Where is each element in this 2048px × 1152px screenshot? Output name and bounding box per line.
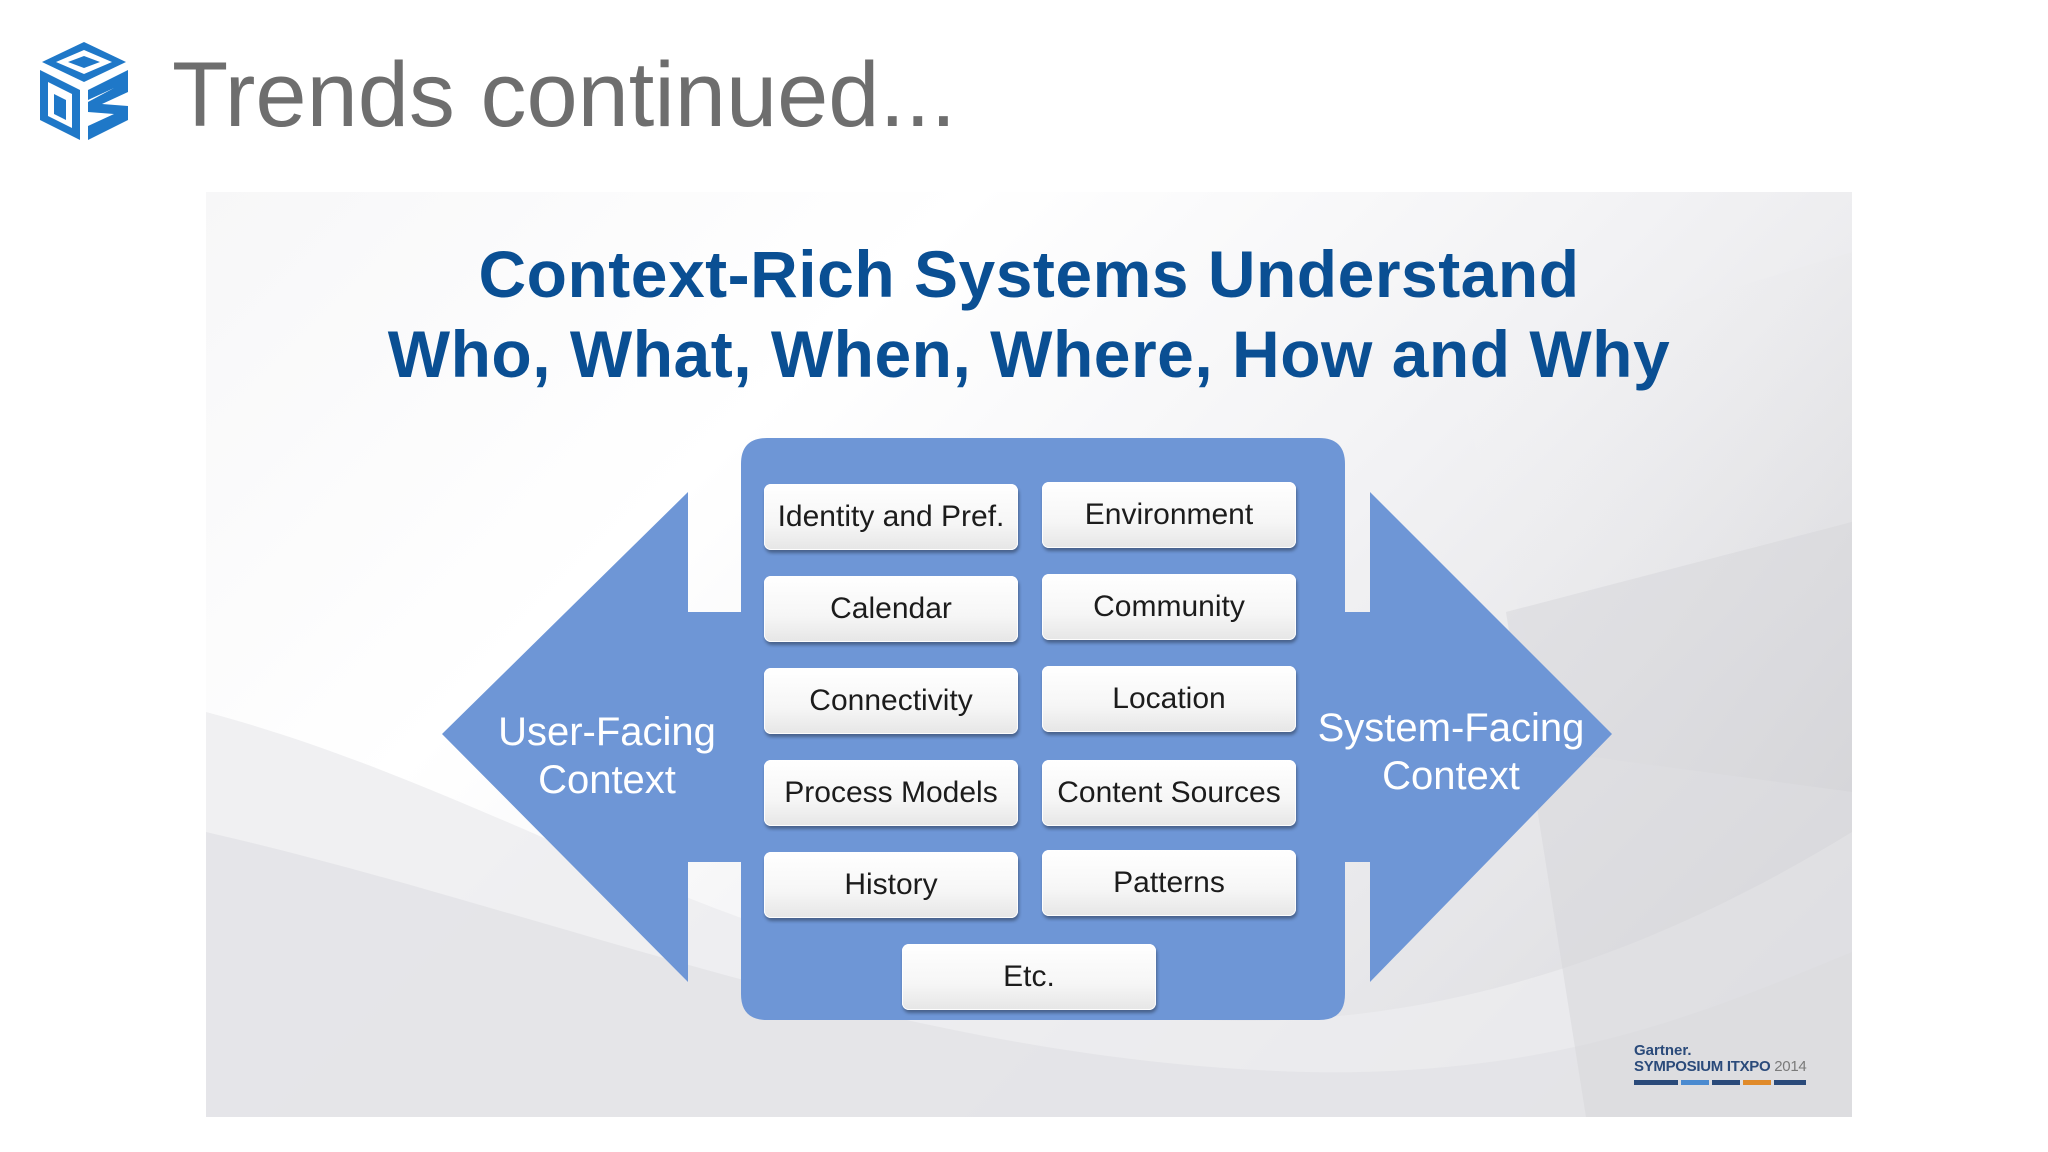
brand-event: SYMPOSIUM ITXPO 2014	[1634, 1058, 1807, 1075]
brand-color-bar	[1634, 1080, 1812, 1085]
double-arrow-shape	[442, 438, 1612, 1020]
gartner-symposium-logo: Gartner. SYMPOSIUM ITXPO 2014	[1634, 1042, 1824, 1092]
headline-line-2: Who, What, When, Where, How and Why	[387, 317, 1671, 391]
slide-background-swooshes	[206, 252, 1852, 1117]
cube-stack-logo-icon	[40, 42, 128, 140]
slide-headline: Context-Rich Systems Understand Who, Wha…	[206, 234, 1852, 394]
system-facing-context-label: System-Facing Context	[1317, 706, 1585, 798]
context-box-connectivity: Connectivity	[764, 668, 1018, 734]
context-box-community: Community	[1042, 574, 1296, 640]
context-box-etc: Etc.	[902, 944, 1156, 1010]
user-facing-context-label: User-Facing Context	[498, 710, 716, 802]
slide-image: Context-Rich Systems Understand Who, Wha…	[206, 192, 1852, 1117]
context-box-identity: Identity and Pref.	[764, 484, 1018, 550]
context-double-arrow	[442, 438, 1612, 1020]
brand-name: Gartner.	[1634, 1042, 1692, 1059]
context-box-calendar: Calendar	[764, 576, 1018, 642]
context-box-patterns: Patterns	[1042, 850, 1296, 916]
context-box-process-models: Process Models	[764, 760, 1018, 826]
page-title: Trends continued...	[172, 44, 957, 146]
context-box-content-sources: Content Sources	[1042, 760, 1296, 826]
context-box-environment: Environment	[1042, 482, 1296, 548]
brand-year: 2014	[1774, 1058, 1807, 1075]
context-box-location: Location	[1042, 666, 1296, 732]
context-box-history: History	[764, 852, 1018, 918]
headline-line-1: Context-Rich Systems Understand	[478, 237, 1580, 311]
